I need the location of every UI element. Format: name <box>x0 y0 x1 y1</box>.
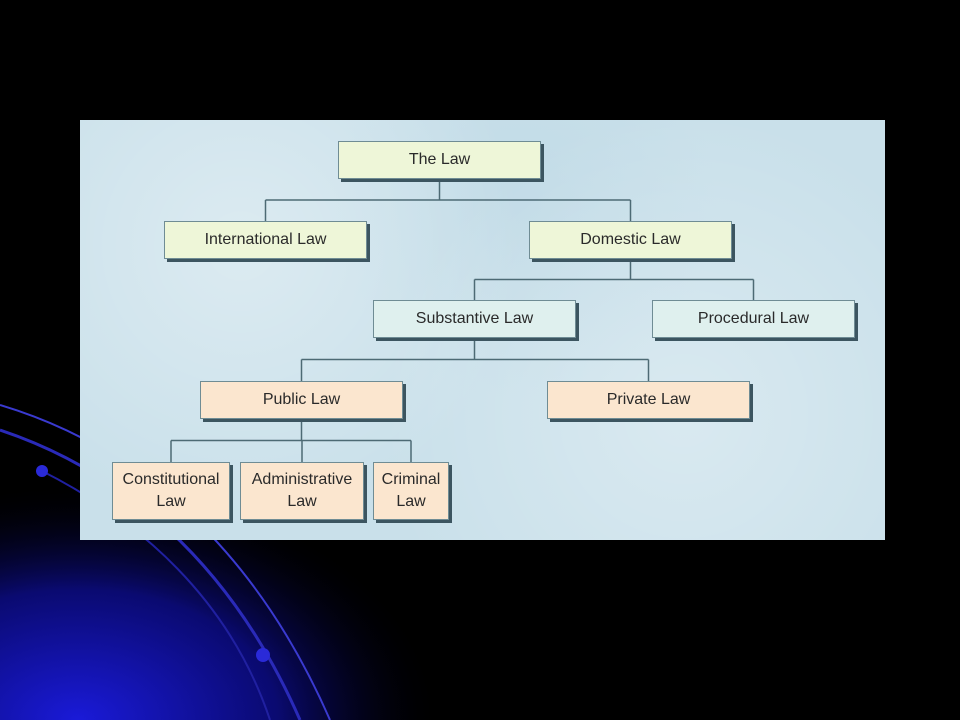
law-hierarchy-diagram: The Law International Law Domestic Law S… <box>80 120 885 540</box>
connector-lines <box>170 179 755 462</box>
node-public-law: Public Law <box>200 381 403 419</box>
node-substantive-law: Substantive Law <box>373 300 576 338</box>
node-administrative-law: Administrative Law <box>240 462 364 520</box>
node-private-law: Private Law <box>547 381 750 419</box>
node-domestic-law: Domestic Law <box>529 221 732 259</box>
node-procedural-law: Procedural Law <box>652 300 855 338</box>
node-the-law: The Law <box>338 141 541 179</box>
node-international-law: International Law <box>164 221 367 259</box>
node-criminal-law: Criminal Law <box>373 462 449 520</box>
node-constitutional-law: Constitutional Law <box>112 462 230 520</box>
